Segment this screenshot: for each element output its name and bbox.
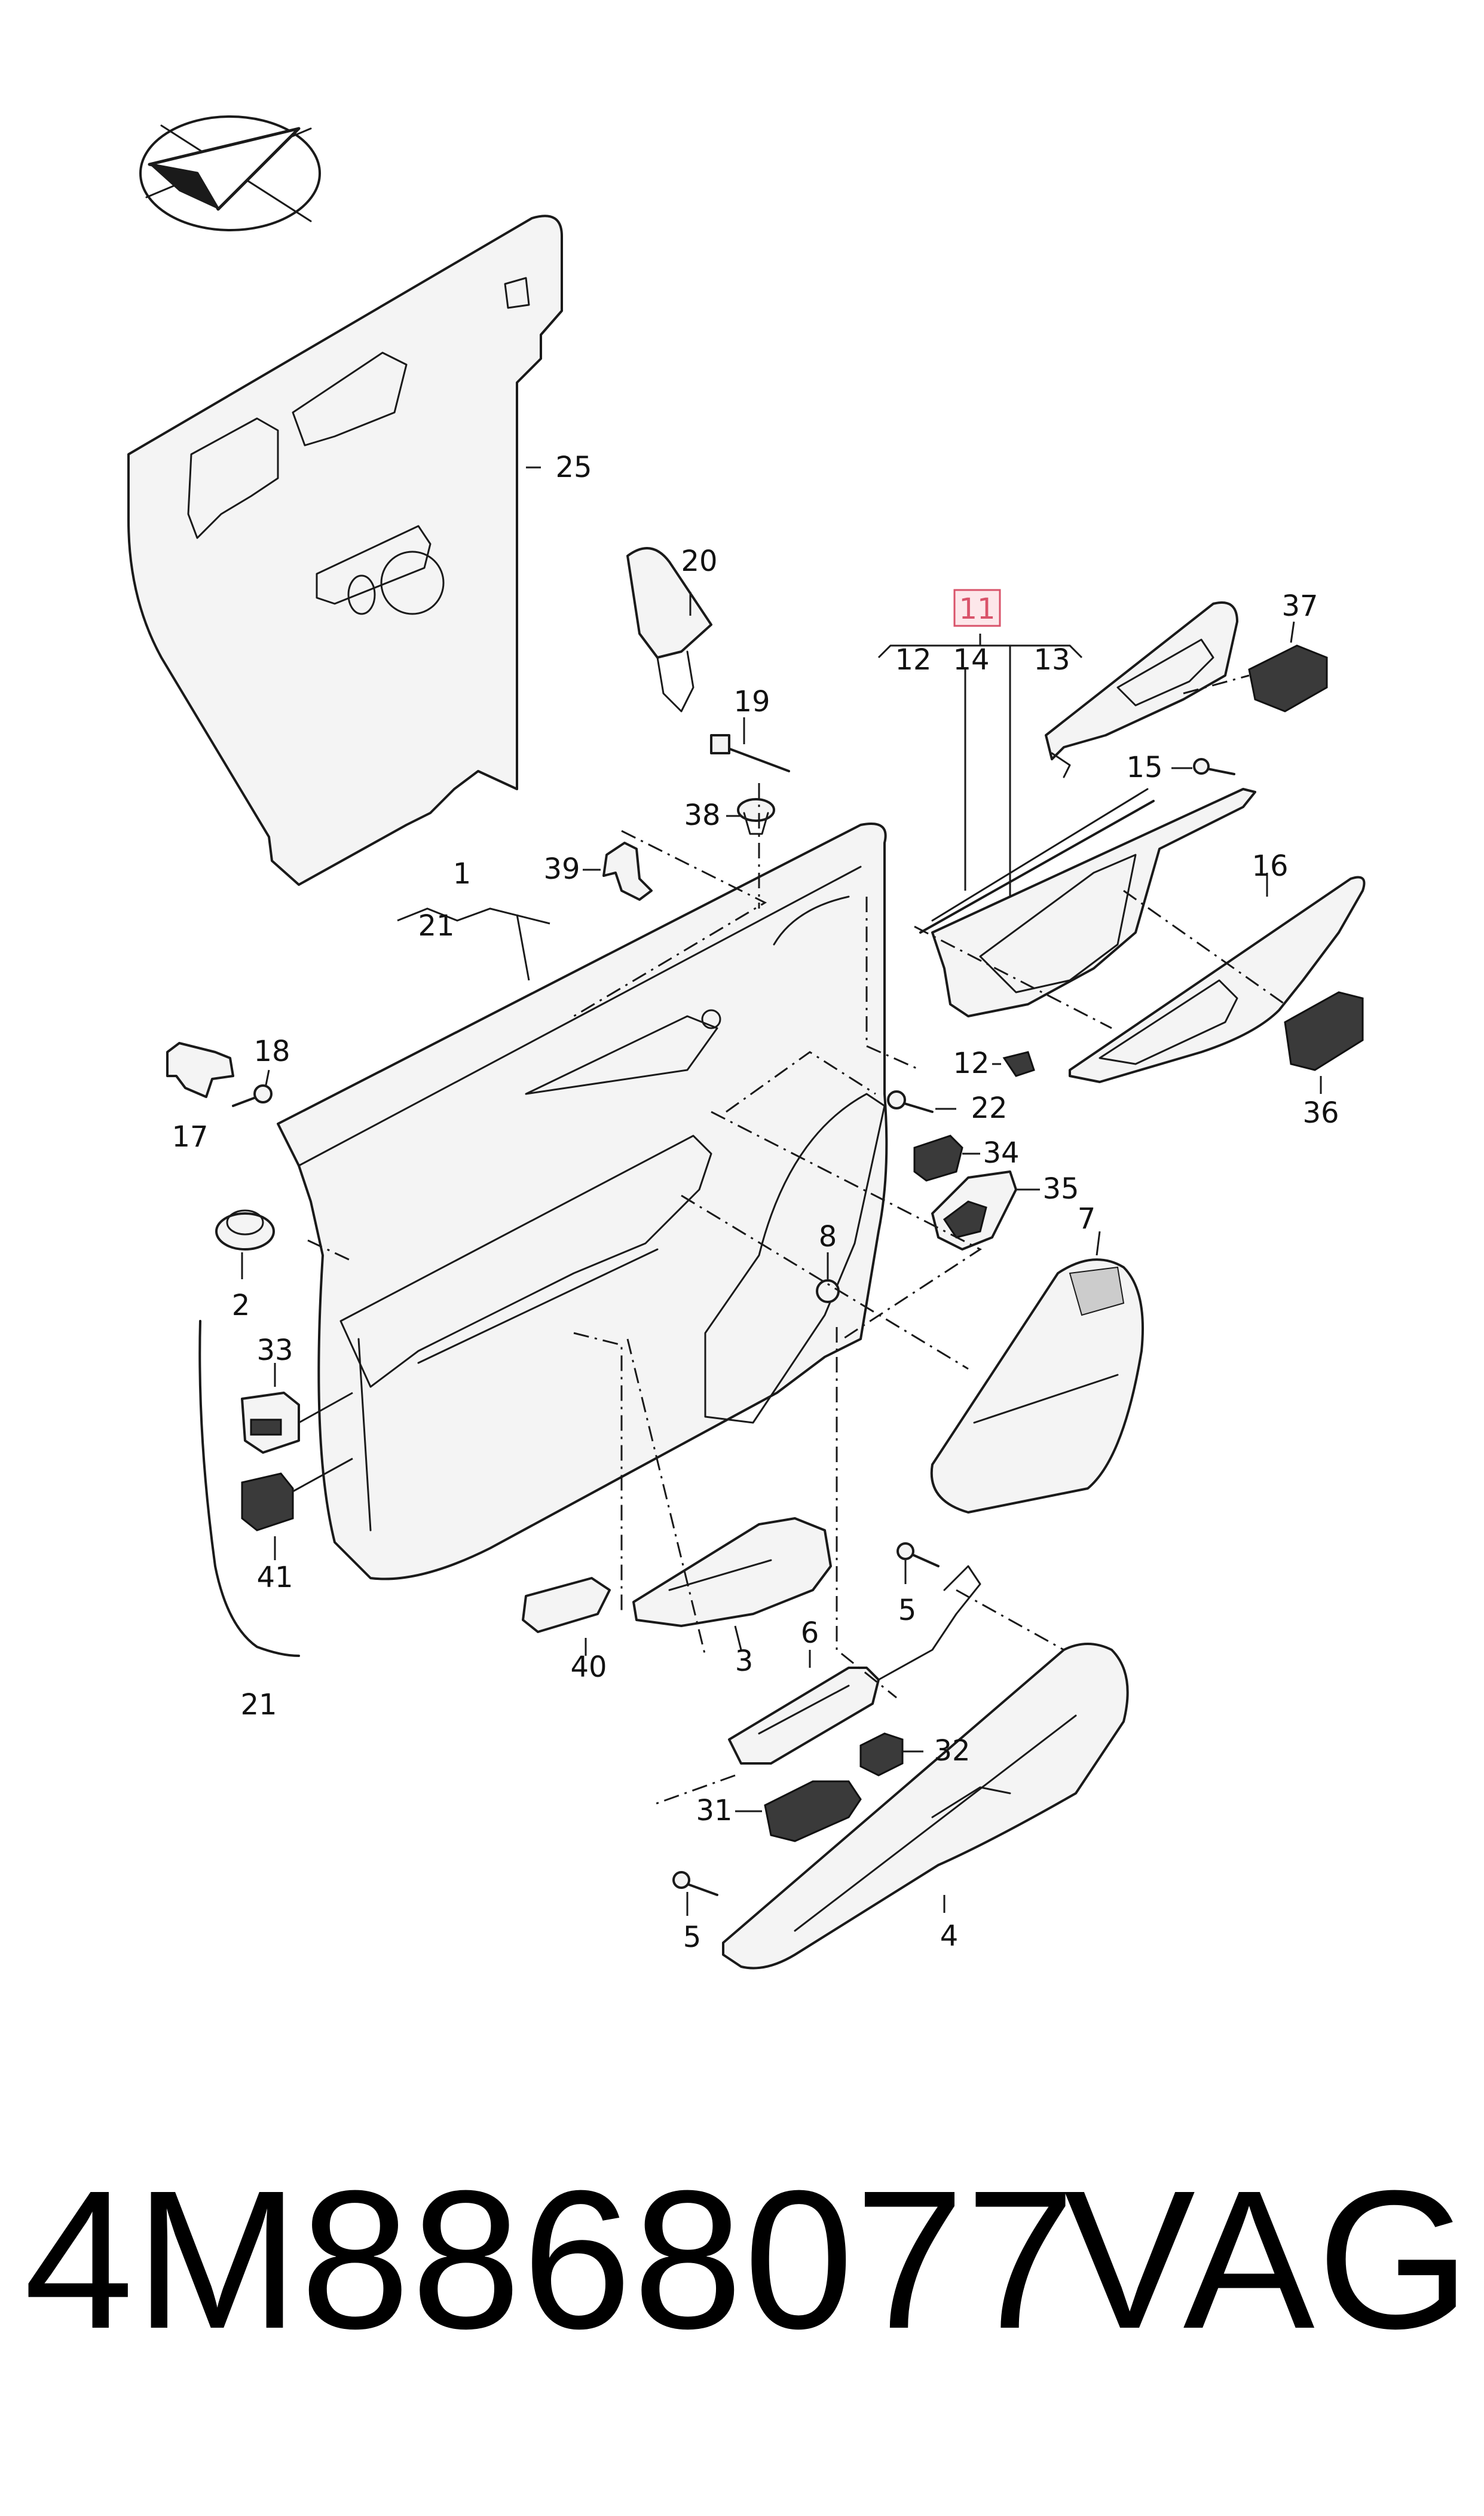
label-41: 41	[256, 1561, 293, 1594]
label-37: 37	[1281, 589, 1318, 623]
label-35: 35	[1042, 1172, 1079, 1206]
label-8: 8	[819, 1220, 837, 1254]
label-13: 13	[1033, 643, 1070, 677]
label-12-lower: 12	[953, 1047, 989, 1080]
label-21-top: 21	[418, 909, 454, 943]
part-41-switch	[241, 1457, 353, 1560]
label-39: 39	[543, 852, 580, 886]
part-14-handle-carrier	[919, 788, 1256, 1017]
part-21-seal-strip	[198, 1320, 300, 1657]
part-12-rod-clip	[992, 1051, 1035, 1077]
label-22: 22	[971, 1092, 1007, 1125]
part-33-switch	[241, 1363, 353, 1454]
part-32-switch	[859, 1732, 923, 1777]
part-31-window-switch	[735, 1780, 862, 1842]
assembly-lines	[307, 674, 1286, 1806]
label-21-bottom: 21	[240, 1688, 277, 1722]
label-2: 2	[232, 1289, 250, 1322]
part-1-door-trim-panel	[277, 823, 888, 1580]
label-5-upper: 5	[898, 1594, 917, 1627]
part-number: 4M8868077	[24, 2149, 1077, 2370]
label-6: 6	[801, 1616, 819, 1650]
label-18: 18	[253, 1035, 290, 1068]
label-7: 7	[1078, 1202, 1096, 1236]
part-18-screw	[232, 1069, 273, 1107]
part-15-screw	[1171, 758, 1235, 775]
label-32: 32	[934, 1734, 970, 1768]
part-35-switch-frame	[931, 1170, 1040, 1251]
highlight-box-11	[953, 589, 1001, 627]
part-5-screw-lower	[672, 1871, 718, 1916]
part-36-switch	[1284, 991, 1364, 1094]
part-22-screw	[887, 1090, 956, 1113]
part-2-grommet	[215, 1209, 275, 1279]
part-38-clip	[726, 798, 775, 835]
footer: 4M8868077 VAG	[0, 2128, 1484, 2379]
part-16-trim-strip	[1069, 873, 1366, 1083]
label-19: 19	[733, 685, 770, 719]
label-20: 20	[681, 545, 717, 578]
part-40-courtesy-light	[522, 1577, 611, 1656]
label-16: 16	[1252, 849, 1288, 883]
brand-name: VAG	[1064, 2149, 1473, 2370]
part-3-pocket-insert	[632, 1517, 832, 1650]
part-6-switch-carrier	[728, 1565, 981, 1765]
label-1: 1	[453, 857, 472, 891]
label-40: 40	[570, 1650, 607, 1684]
part-39-bracket	[583, 842, 653, 901]
part-4-armrest	[722, 1643, 1129, 1970]
label-31: 31	[696, 1794, 732, 1827]
bracket-1-21	[397, 907, 550, 981]
part-25-insulation-panel	[127, 215, 563, 886]
label-36: 36	[1302, 1096, 1339, 1130]
part-17-bracket	[166, 1042, 234, 1098]
part-5-screw-upper	[896, 1542, 940, 1584]
label-12-upper: 12	[895, 643, 931, 677]
label-14: 14	[953, 643, 989, 677]
part-11-group-bracket	[877, 634, 1083, 927]
label-34: 34	[983, 1136, 1019, 1170]
part-8-clip	[816, 1252, 840, 1303]
part-34-switch	[913, 1135, 980, 1182]
label-15: 15	[1126, 751, 1162, 784]
label-25: 25	[555, 451, 592, 484]
label-17: 17	[172, 1120, 208, 1154]
label-5-lower: 5	[683, 1921, 702, 1954]
orientation-arrow-icon	[139, 115, 321, 231]
part-37-switch	[1248, 621, 1328, 713]
label-33: 33	[256, 1334, 293, 1367]
label-4: 4	[940, 1919, 959, 1953]
part-20-mirror-cover	[626, 547, 712, 713]
part-19-screw	[710, 717, 790, 772]
label-11: 11	[959, 592, 995, 626]
label-38: 38	[684, 799, 720, 832]
callout-labels: 1 21 2 3 4 5 5 6 7 8 11 12 12 13 14 15 1…	[172, 451, 1339, 1954]
part-7-speaker-grille	[930, 1231, 1144, 1514]
part-13-inside-handle	[1045, 601, 1238, 778]
label-3: 3	[735, 1644, 754, 1678]
